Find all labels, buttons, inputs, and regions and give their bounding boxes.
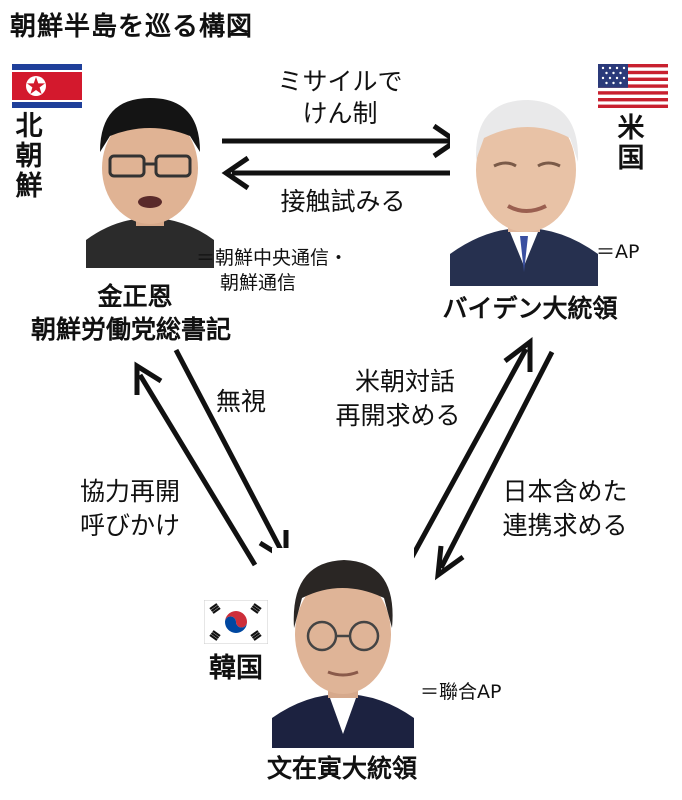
relation-label-sk-to-us-2: 再開求める <box>335 401 461 430</box>
north-korea-photo-credit-1: ＝朝鮮中央通信・ <box>196 247 349 269</box>
united-states-leader-title: バイデン大統領 <box>442 294 618 323</box>
arrow-nk-to-us <box>222 123 461 159</box>
biden-photo <box>450 86 598 286</box>
united-states-photo-credit: ＝AP <box>596 241 640 263</box>
south-korea-country-label: 韓国 <box>209 653 263 684</box>
relation-label-us-to-nk-3: 接触試みる <box>280 187 406 216</box>
relation-label-us-to-nk-1: ミサイルで <box>277 67 403 96</box>
kim-jong-un-photo <box>86 90 214 268</box>
page-title: 朝鮮半島を巡る構図 <box>10 12 254 42</box>
arrow-sk-to-us <box>409 336 533 559</box>
relation-label-us-to-nk-2: けん制 <box>302 99 378 128</box>
south-korea-flag-icon <box>204 600 268 644</box>
united-states-country-label: 米国 <box>617 113 645 174</box>
north-korea-flag-icon <box>12 64 82 108</box>
relation-label-sk-to-us-1: 米朝対話 <box>354 367 455 396</box>
north-korea-leader-title: 朝鮮労働党総書記 <box>30 315 231 344</box>
north-korea-photo-credit-2: 朝鮮通信 <box>220 272 297 294</box>
relation-label-sk-to-nk-1: 協力再開 <box>79 477 180 506</box>
north-korea-country-label: 北朝鮮 <box>15 111 43 202</box>
arrow-us-to-nk <box>221 155 460 191</box>
united-states-flag-icon <box>598 64 668 108</box>
relation-label-sk-to-nk-2: 呼びかけ <box>79 511 180 540</box>
relation-label-nk-to-sk: 無視 <box>215 387 266 416</box>
relation-label-us-to-sk-2: 連携求める <box>502 511 628 540</box>
south-korea-leader-title: 文在寅大統領 <box>266 754 417 783</box>
south-korea-photo-credit: ＝聯合AP <box>420 681 502 703</box>
arrow-sk-to-nk <box>134 361 258 567</box>
arrow-us-to-sk <box>434 350 555 581</box>
moon-jae-in-photo <box>272 548 414 748</box>
relation-label-us-to-sk-1: 日本含めた <box>502 477 628 506</box>
north-korea-leader-name: 金正恩 <box>97 282 173 311</box>
